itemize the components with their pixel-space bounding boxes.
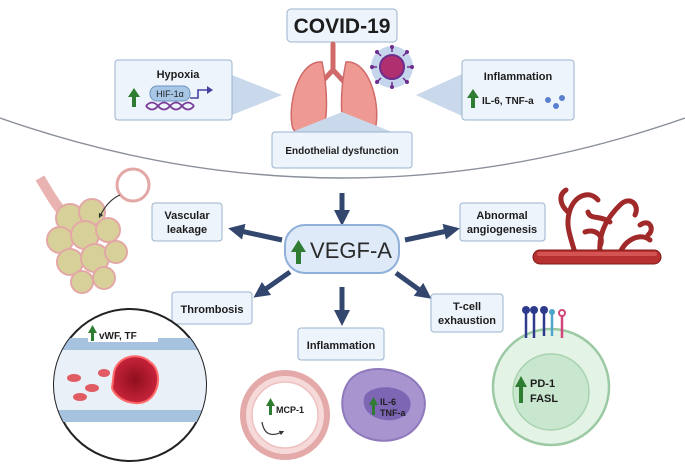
mcp-label: MCP-1: [276, 405, 304, 415]
endothelial-box: Endothelial dysfunction: [271, 131, 413, 169]
gene-arrow-icon: [190, 89, 208, 99]
fasl-label: FASL: [530, 393, 558, 405]
arrow-to-vascular-leakage: [228, 223, 283, 243]
tnf-label: TNF-a: [380, 408, 406, 418]
blood-vessel-illustration: [532, 187, 662, 265]
up-arrow-icon: [467, 89, 479, 108]
il6-label: IL-6: [380, 397, 396, 407]
up-arrow-icon: [88, 325, 97, 341]
inflammation-pointer: [416, 74, 462, 116]
inflammation-bottom-label: Inflammation: [307, 340, 376, 352]
tcell-box: T-cell exhaustion: [430, 293, 504, 333]
arrow-to-thrombosis: [253, 269, 292, 298]
hypoxia-box: Hypoxia HIF-1α: [114, 59, 233, 121]
up-arrow-icon: [266, 398, 275, 415]
cytokines-label: IL-6, TNF-a: [482, 96, 534, 107]
inflammation-bottom-box: Inflammation: [297, 327, 385, 361]
cytokine-dots-icon: [545, 95, 565, 109]
thrombosis-illustration: vWF, TF: [53, 308, 207, 462]
thrombosis-label: Thrombosis: [181, 304, 244, 316]
vascular-leakage-line2: leakage: [167, 224, 207, 236]
endothelial-pointer: [292, 112, 392, 132]
hif-label: HIF-1α: [156, 89, 184, 99]
vegf-node: VEGF-A: [284, 224, 400, 274]
up-arrow-icon: [515, 376, 527, 403]
abnormal-angiogenesis-box: Abnormal angiogenesis: [459, 202, 546, 242]
thrombosis-factors: vWF, TF: [99, 331, 137, 342]
thrombosis-box: Thrombosis: [171, 291, 253, 325]
macrophage-illustration: IL-6 TNF-a: [341, 368, 426, 442]
abnormal-angiogenesis-line2: angiogenesis: [467, 224, 537, 236]
inflammation-top-box: Inflammation IL-6, TNF-a: [461, 59, 575, 121]
vessel-crosssection-illustration: MCP-1: [240, 370, 330, 460]
vegf-label: VEGF-A: [310, 238, 392, 263]
up-arrow-icon: [291, 240, 306, 264]
virus-icon: [370, 45, 414, 89]
flow-arrows: [228, 193, 460, 327]
abnormal-angiogenesis-line1: Abnormal: [476, 210, 527, 222]
separator-curve: [0, 117, 685, 179]
dna-icon: [145, 101, 195, 111]
title-box: COVID-19: [286, 8, 398, 43]
vascular-leakage-line1: Vascular: [164, 210, 210, 222]
inflammation-top-label: Inflammation: [484, 71, 553, 83]
hypoxia-pointer: [232, 75, 282, 115]
tcell-illustration: PD-1 FASL: [491, 306, 611, 447]
hypoxia-label: Hypoxia: [157, 69, 201, 81]
arrow-to-angiogenesis: [404, 223, 460, 243]
receptor-heads: [522, 306, 566, 317]
clot-icon: [110, 355, 159, 405]
arrow-to-tcell: [394, 270, 432, 299]
tcell-line2: exhaustion: [438, 315, 496, 327]
receptor-icons: [524, 312, 564, 338]
pd1-label: PD-1: [530, 378, 555, 390]
alveoli-illustration: [35, 167, 151, 294]
tcell-line1: T-cell: [453, 301, 481, 313]
vascular-leakage-box: Vascular leakage: [151, 202, 223, 242]
page-title: COVID-19: [294, 15, 391, 38]
up-arrow-icon: [128, 88, 140, 107]
endothelial-label: Endothelial dysfunction: [285, 146, 398, 157]
up-arrow-icon: [369, 397, 378, 415]
